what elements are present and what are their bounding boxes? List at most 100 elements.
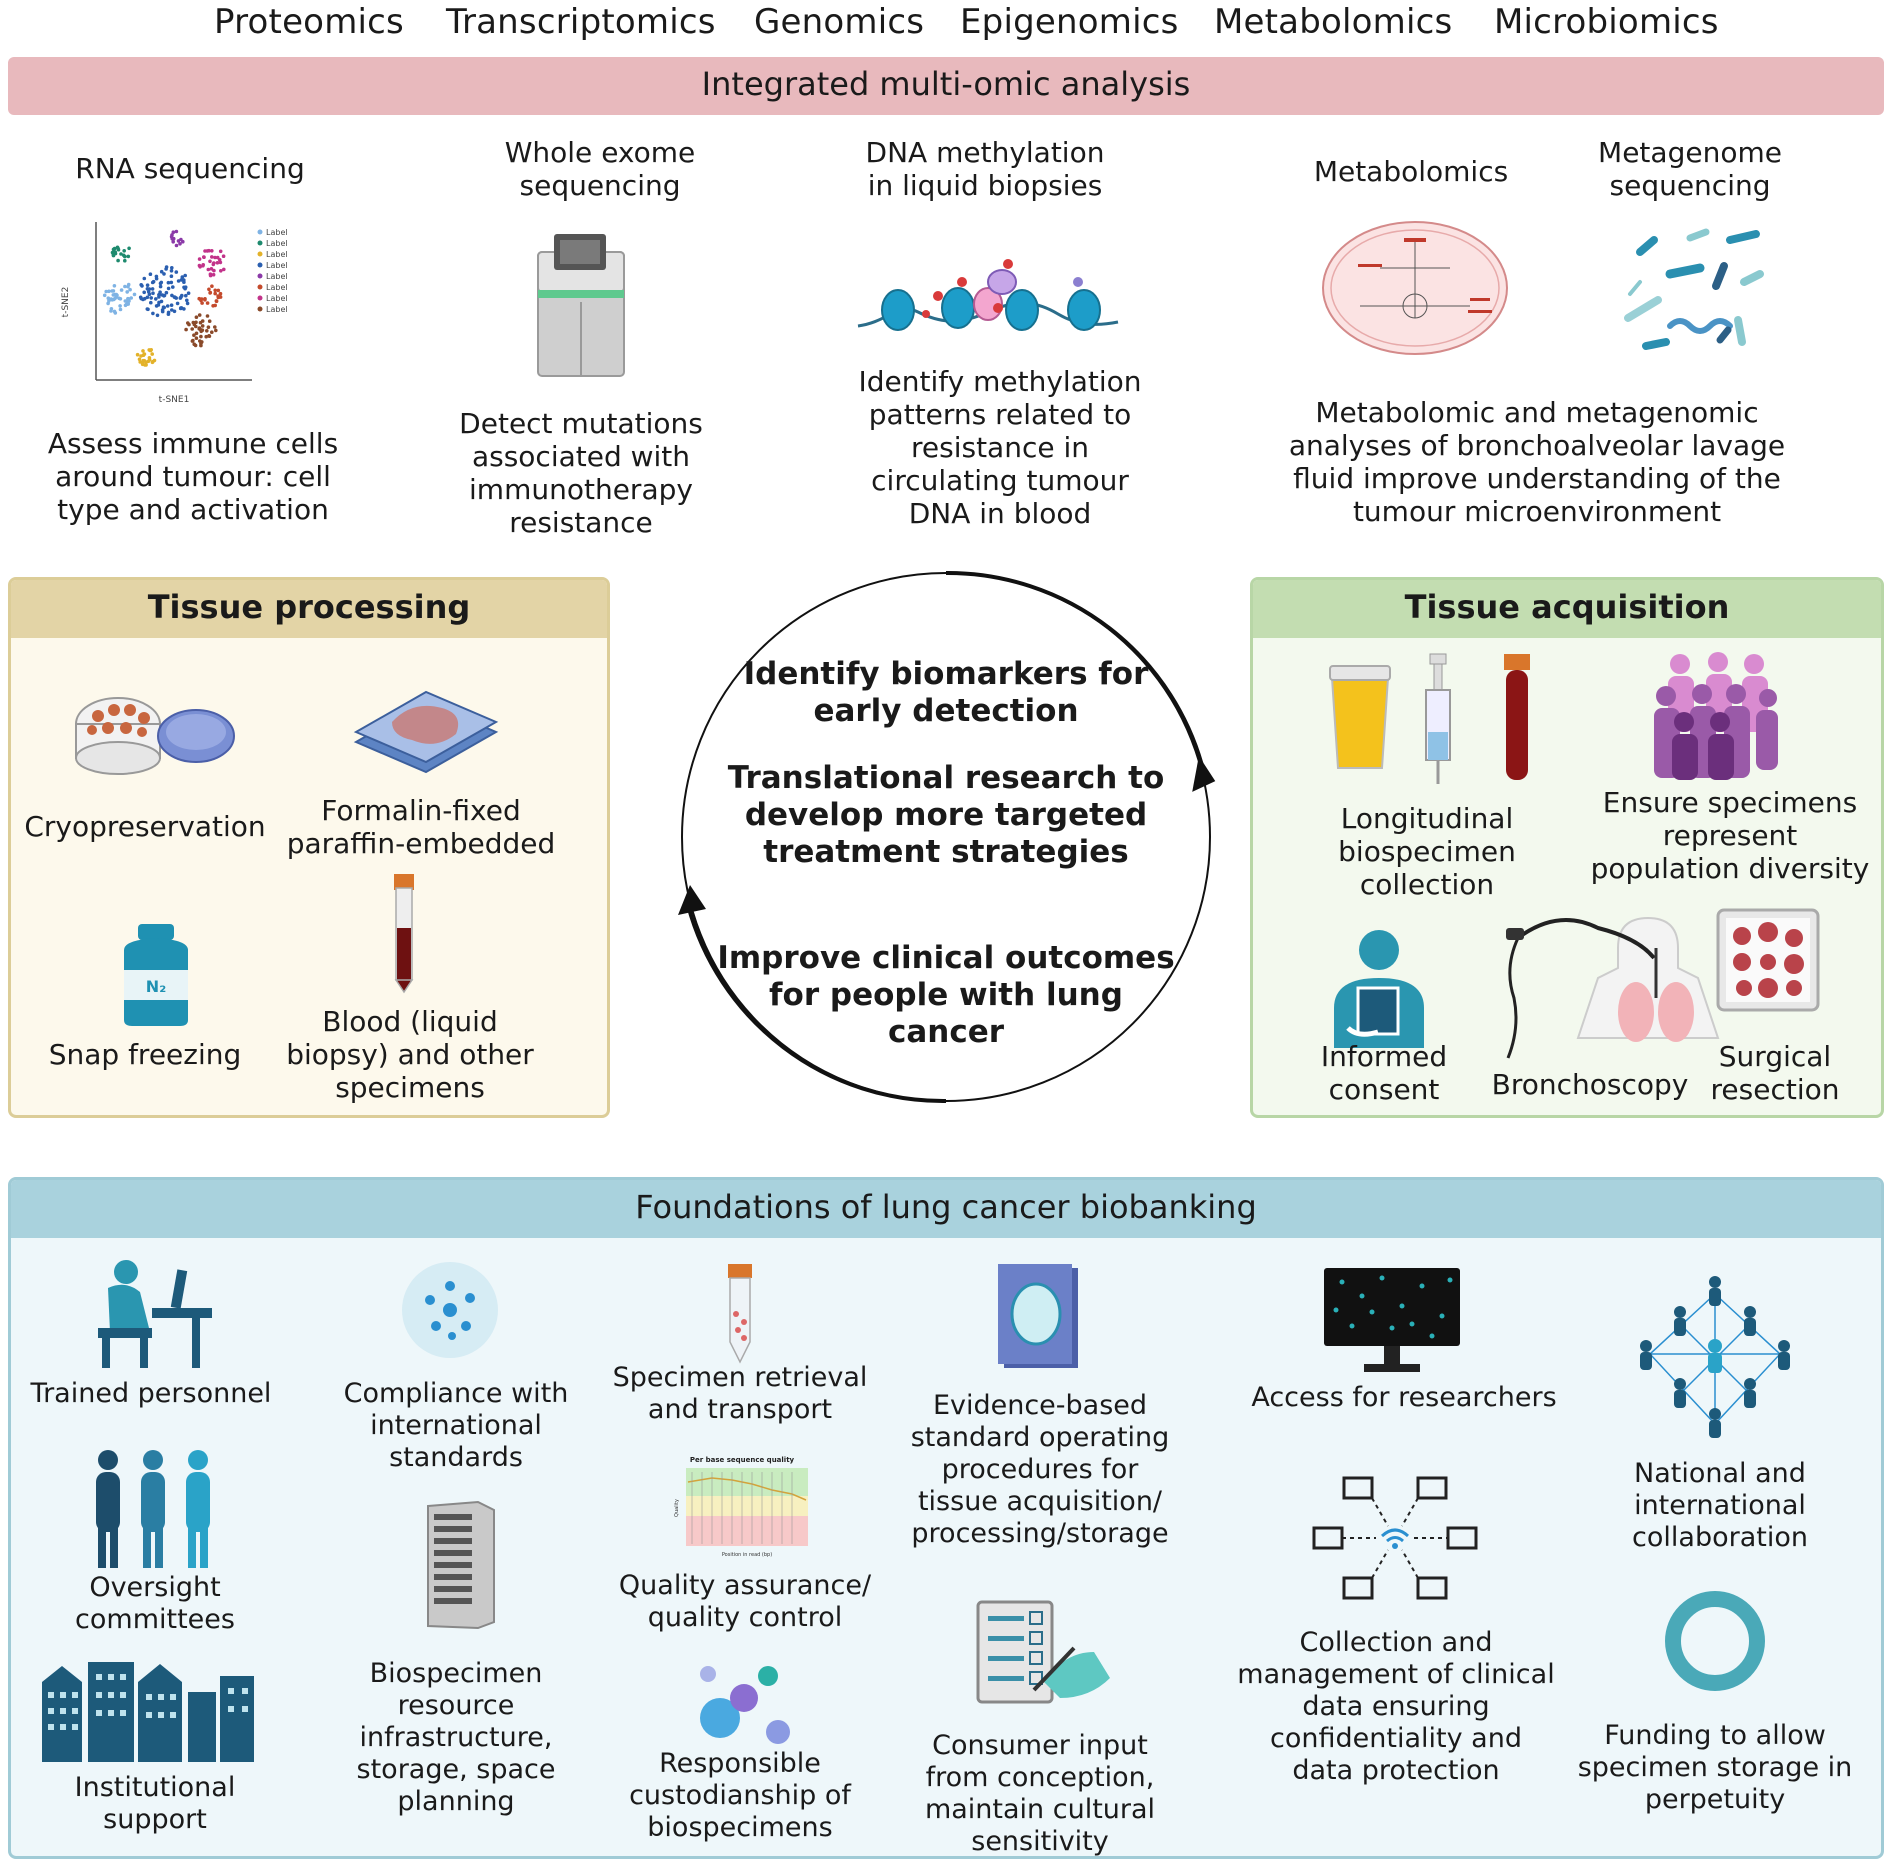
tsne-legend-label: Label: [266, 250, 288, 259]
tsne-point: [170, 233, 174, 237]
tsne-point: [207, 319, 212, 323]
trained-personnel-icon: [98, 1260, 212, 1368]
metabolomics-title: Metabolomics: [1313, 155, 1509, 188]
tsne-point: [206, 325, 211, 329]
tsne-point: [174, 243, 179, 248]
rna-seq-desc: Assess immune cells around tumour: cell …: [47, 427, 339, 526]
tsne-point: [190, 327, 194, 331]
tsne-point: [135, 352, 140, 357]
tsne-point: [184, 327, 188, 332]
tsne-point: [198, 320, 203, 325]
informed-consent-icon: [1334, 930, 1424, 1048]
tsne-point: [128, 287, 132, 292]
rna-seq-title: RNA sequencing: [75, 152, 305, 185]
tsne-point: [169, 274, 174, 278]
specimen-collection-icon: [1329, 653, 1530, 784]
tsne-point: [194, 315, 199, 319]
collaboration-network-icon: [1640, 1276, 1790, 1438]
institutional-support-label: Institutional support: [74, 1772, 236, 1835]
tsne-point: [182, 280, 186, 284]
tsne-point: [141, 349, 145, 353]
trained-personnel-label: Trained personnel: [30, 1378, 272, 1409]
tsne-point: [141, 297, 145, 302]
goal-outcomes: Improve clinical outcomes for people wit…: [717, 940, 1175, 1050]
tsne-point: [119, 288, 124, 292]
tsne-point: [139, 283, 143, 287]
custodianship-label: Responsible custodianship of biospecimen…: [629, 1748, 851, 1843]
snap-freezing-label: Snap freezing: [48, 1038, 242, 1071]
tsne-point: [213, 255, 217, 260]
tsne-point: [156, 303, 161, 307]
tsne-point: [151, 359, 155, 364]
tsne-point: [150, 287, 155, 291]
tsne-point: [218, 260, 223, 265]
tsne-legend-label: Label: [266, 228, 288, 237]
tsne-point: [175, 301, 180, 306]
tsne-point: [171, 236, 176, 241]
tsne-point: [118, 304, 122, 308]
tsne-point: [194, 320, 198, 325]
tsne-legend-label: Label: [266, 294, 288, 303]
tsne-point: [222, 267, 226, 272]
quality-chart-icon: Per base sequence quality Quality Positi…: [674, 1456, 808, 1558]
tsne-point: [207, 287, 211, 292]
oversight-committees-label: Oversight committees: [75, 1572, 235, 1635]
tsne-point: [212, 268, 216, 273]
tsne-point: [171, 230, 176, 234]
cryo-box-icon: [75, 697, 235, 775]
tsne-point: [210, 255, 214, 259]
tsne-point: [137, 357, 142, 362]
clinical-data-label: Collection and management of clinical da…: [1237, 1627, 1555, 1786]
tsne-point: [110, 298, 114, 302]
tsne-point: [145, 283, 150, 287]
tsne-point: [132, 292, 137, 297]
tsne-point: [180, 293, 184, 298]
tsne-point: [160, 309, 165, 314]
tissue-acquisition-title: Tissue acquisition: [1404, 588, 1730, 626]
tsne-point: [149, 348, 153, 352]
tsne-point: [183, 285, 188, 289]
tsne-point: [174, 270, 179, 274]
tissue-processing-header: Tissue processing: [11, 580, 607, 638]
integrated-band: Integrated multi-omic analysis: [8, 57, 1884, 115]
funding-ring-icon: [1665, 1591, 1765, 1691]
tsne-point: [172, 295, 177, 299]
tsne-point: [170, 266, 174, 270]
tsne-point: [162, 272, 166, 276]
tsne-point: [142, 290, 146, 295]
nucleosome-icon: [857, 259, 1119, 331]
tsne-point: [186, 321, 190, 325]
surgical-resection-icon: [1716, 908, 1820, 1012]
ffpe-label: Formalin-fixed paraffin-embedded: [286, 794, 556, 860]
tsne-point: [194, 331, 199, 336]
goal-translational: Translational research to develop more t…: [727, 760, 1165, 870]
metagenome-title: Metagenome sequencing: [1598, 136, 1782, 202]
tsne-point: [119, 252, 123, 256]
omic-transcriptomics: Transcriptomics: [446, 2, 716, 42]
tsne-point: [159, 269, 164, 274]
tsne-point: [205, 301, 210, 305]
integrated-title: Integrated multi-omic analysis: [701, 65, 1191, 103]
tsne-point: [185, 301, 190, 306]
tissue-acquisition-header: Tissue acquisition: [1253, 580, 1881, 638]
tsne-point: [176, 279, 181, 283]
bronchoscopy-icon: [1506, 916, 1720, 1059]
tsne-point: [186, 291, 191, 295]
researcher-monitor-icon: [1324, 1268, 1460, 1372]
tsne-point: [179, 306, 183, 310]
tsne-point: [141, 353, 146, 357]
dna-meth-title: DNA methylation in liquid biopsies: [865, 136, 1105, 202]
tsne-point: [151, 311, 155, 316]
bronchoscopy-label: Bronchoscopy: [1491, 1068, 1689, 1101]
tsne-point: [197, 257, 202, 261]
tsne-point: [161, 305, 166, 309]
tsne-point: [113, 292, 117, 297]
tsne-legend-dot: [257, 262, 263, 268]
tsne-point: [127, 246, 131, 251]
tsne-point: [208, 290, 213, 295]
tsne-point: [178, 242, 182, 246]
tsne-point: [126, 284, 130, 289]
tsne-point: [205, 329, 209, 333]
tsne-point: [166, 310, 171, 315]
ffpe-block-icon: [353, 690, 499, 774]
